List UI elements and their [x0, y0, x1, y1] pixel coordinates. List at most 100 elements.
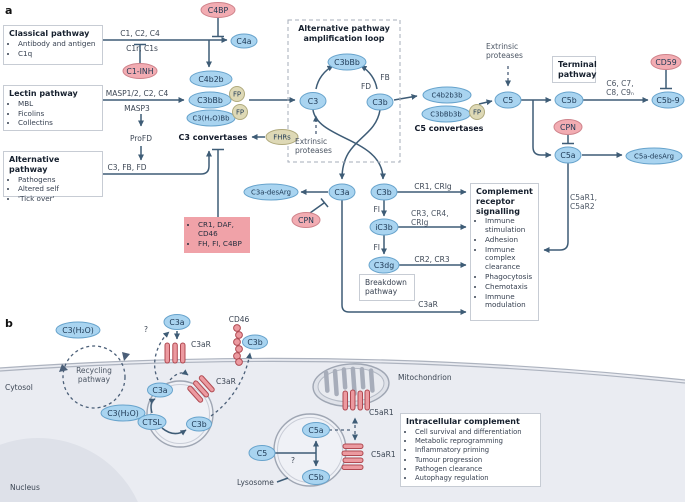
svg-text:C1-INH: C1-INH — [126, 67, 153, 76]
svg-text:C5a: C5a — [560, 151, 575, 160]
svg-text:C3: C3 — [308, 97, 318, 106]
amplification-loop-box — [287, 19, 401, 163]
label-profd: ProFD — [130, 134, 152, 143]
svg-text:C5: C5 — [503, 96, 513, 105]
node-c5b9: C5b-9 — [651, 91, 685, 109]
panel-b-label: b — [5, 317, 13, 330]
list-item: C1q — [18, 49, 97, 59]
amplification-loop-title: Alternative pathway amplification loop — [298, 24, 390, 43]
list-item: Ficolins — [18, 109, 97, 119]
list-item: Cell survival and differentiation — [415, 428, 535, 436]
svg-text:CD59: CD59 — [655, 58, 676, 67]
label-cr2-cr3: CR2, CR3 — [414, 255, 449, 264]
recycling-loop — [62, 345, 126, 409]
lectin-pathway-box: Lectin pathway MBL Ficolins Collectins — [3, 85, 103, 131]
lectin-pathway-title: Lectin pathway — [9, 89, 78, 98]
node-cpn-c3a: CPN — [291, 212, 321, 228]
c5ar1-c5ar2-label: C5aR1, C5aR2 — [570, 193, 597, 212]
panel-a-edge-labels: C1, C2, C4 C1r, C1s MASP1/2, C2, C4 MASP… — [106, 29, 484, 309]
panel-b-arrows — [148, 331, 358, 467]
recycling-pathway-label: Recycling pathway — [76, 366, 112, 385]
list-item: 'Tick over' — [18, 194, 97, 204]
svg-text:FP: FP — [233, 91, 241, 99]
classical-pathway-title: Classical pathway — [9, 29, 90, 38]
svg-text:C5b: C5b — [561, 96, 576, 105]
lectin-pathway-list: MBL Ficolins Collectins — [18, 99, 97, 128]
label-c1c2c4: C1, C2, C4 — [120, 29, 160, 38]
c5ar1-receptor-lysosome-icon — [341, 443, 364, 470]
label-c3ar-membrane: C3aR — [191, 340, 211, 349]
label-mitochondrion: Mitochondrion — [398, 373, 452, 382]
svg-text:C4BP: C4BP — [208, 6, 229, 15]
node-fhrs: FHRs — [265, 129, 299, 145]
question-mark-cleavage: ? — [291, 456, 295, 465]
label-c3ar-vesicle: C3aR — [216, 377, 236, 386]
plasma-membrane-outer — [0, 357, 685, 381]
svg-text:C5a-desArg: C5a-desArg — [634, 153, 674, 161]
list-item: MBL — [18, 99, 97, 109]
svg-text:FHRs: FHRs — [273, 134, 291, 142]
svg-text:C3bBb3b: C3bBb3b — [430, 111, 461, 119]
svg-text:C3b: C3b — [247, 338, 262, 347]
list-item: FH, FI, C4BP — [198, 239, 245, 249]
svg-text:CPN: CPN — [298, 216, 314, 225]
label-c3-convertases: C3 convertases — [179, 133, 248, 142]
node-c3a-vesicle: C3a — [147, 382, 173, 398]
vesicle-inner — [150, 384, 210, 444]
list-item: Pathogen clearance — [415, 465, 535, 473]
node-c5: C5 — [494, 91, 522, 109]
svg-text:C4b2b: C4b2b — [198, 75, 223, 84]
intracellular-complement-list: Cell survival and differentiation Metabo… — [415, 428, 535, 483]
svg-text:C3(H₂O): C3(H₂O) — [62, 326, 94, 335]
plasma-membrane-inner — [0, 360, 685, 384]
cd46-receptor-icon — [233, 324, 243, 366]
convertase-regulators-box: CR1, DAF, CD46 FH, FI, C4BP — [184, 217, 250, 253]
node-c3a: C3a — [328, 183, 356, 201]
label-fb: FB — [380, 73, 389, 82]
svg-text:C3a: C3a — [334, 188, 349, 197]
label-c1rc1s: C1r, C1s — [126, 44, 158, 53]
node-cpn-c5a: CPN — [553, 119, 583, 135]
list-item: Phagocytosis — [485, 272, 533, 282]
node-c3a-desarg: C3a-desArg — [243, 183, 299, 201]
svg-text:C3dg: C3dg — [374, 261, 394, 270]
svg-text:CPN: CPN — [560, 123, 576, 132]
intracellular-complement-title: Intracellular complement — [406, 417, 520, 426]
breakdown-pathway-title: Breakdown pathway — [365, 278, 407, 297]
list-item: Tumour progression — [415, 456, 535, 464]
cr3-cr4-crig-label: CR3, CR4, CRIg — [411, 209, 449, 228]
c6-c9-label: C6, C7, C8, C9ₙ — [606, 79, 634, 98]
receptor-signalling-box: Complement receptor signalling Immune st… — [470, 183, 539, 321]
node-c3b-membrane: C3b — [242, 334, 268, 350]
node-c4a: C4a — [230, 33, 258, 49]
node-c5a: C5a — [554, 146, 582, 164]
node-c3h2obb: C3(H₂O)Bb — [186, 109, 236, 127]
svg-text:C3bBb: C3bBb — [334, 58, 360, 67]
svg-text:C3b: C3b — [191, 420, 206, 429]
breakdown-pathway-box: Breakdown pathway — [359, 274, 415, 301]
list-item: Immune stimulation — [485, 216, 533, 235]
node-c5a-lysosome: C5a — [302, 422, 330, 438]
panel-a-label: a — [5, 4, 12, 17]
list-item: CR1, DAF, CD46 — [198, 220, 245, 239]
node-fp-2: FP — [232, 104, 248, 120]
label-fi-1: FI — [373, 205, 380, 214]
label-c5ar1-lysosome: C5aR1 — [371, 450, 396, 459]
label-fd: FD — [361, 82, 371, 91]
list-item: Collectins — [18, 119, 97, 128]
svg-text:C3(H₂O)Bb: C3(H₂O)Bb — [192, 115, 229, 123]
svg-text:C5a: C5a — [308, 426, 323, 435]
svg-text:C4a: C4a — [236, 37, 251, 46]
node-fp-3: FP — [469, 104, 485, 120]
list-item: Immune modulation — [485, 292, 533, 311]
regulators-list: CR1, DAF, CD46 FH, FI, C4BP — [198, 220, 245, 249]
node-c3: C3 — [299, 92, 327, 110]
label-cd46: CD46 — [229, 315, 250, 324]
receptor-signalling-list: Immune stimulation Adhesion Immune compl… — [485, 216, 533, 311]
list-item: Immune complex clearance — [485, 245, 533, 272]
lysosome-leader — [276, 477, 289, 483]
node-c3bbb-loop: C3bBb — [327, 53, 367, 71]
alternative-pathway-list: Pathogens Altered self 'Tick over' — [18, 175, 97, 204]
node-c4b2b3b: C4b2b3b — [422, 86, 472, 104]
